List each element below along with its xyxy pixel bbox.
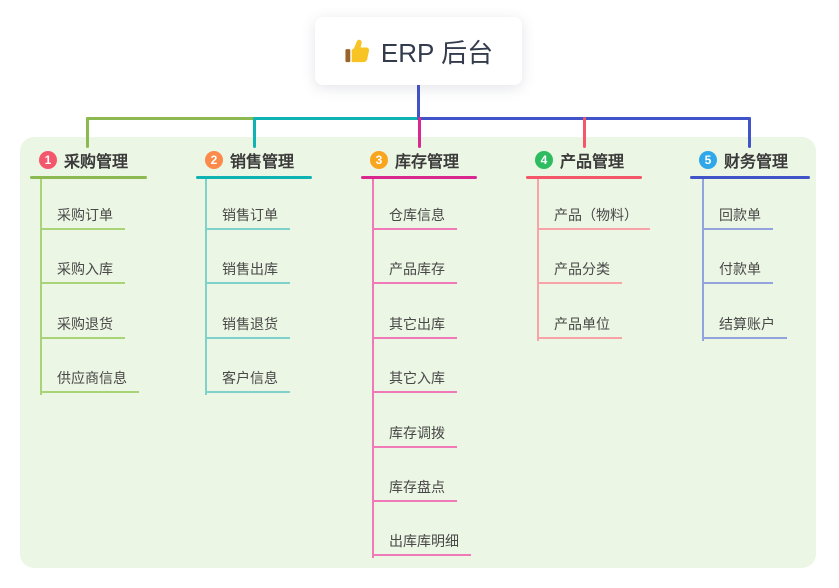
children-connector-line xyxy=(702,179,704,341)
child-node[interactable]: 产品（物料） xyxy=(537,206,650,230)
branch-drop-line xyxy=(583,117,586,148)
children-connector-line xyxy=(372,179,374,558)
branch-badge-2: 2 xyxy=(205,151,223,169)
branch-title-1[interactable]: 1 采购管理 xyxy=(39,149,128,171)
branch-title-underline xyxy=(526,176,642,179)
root-node[interactable]: ERP 后台 xyxy=(315,17,522,85)
child-node[interactable]: 销售出库 xyxy=(205,260,290,284)
root-label: ERP 后台 xyxy=(380,37,494,68)
child-node[interactable]: 销售退货 xyxy=(205,315,290,339)
branch-label: 库存管理 xyxy=(395,154,460,171)
child-node[interactable]: 付款单 xyxy=(702,260,773,284)
child-node[interactable]: 产品单位 xyxy=(537,315,622,339)
branch-label: 销售管理 xyxy=(230,154,295,171)
child-node[interactable]: 产品分类 xyxy=(537,260,622,284)
children-connector-line xyxy=(40,179,42,395)
child-node[interactable]: 出库库明细 xyxy=(372,532,471,556)
child-node[interactable]: 结算账户 xyxy=(702,315,787,339)
branch-drop-line xyxy=(418,117,421,148)
branch-label: 财务管理 xyxy=(724,154,789,171)
branch-label: 产品管理 xyxy=(560,154,625,171)
branch-drop-line xyxy=(253,117,256,148)
branch-drop-line xyxy=(86,117,89,148)
branch-title-underline xyxy=(690,176,810,179)
children-connector-line xyxy=(537,179,539,341)
child-node[interactable]: 库存盘点 xyxy=(372,478,457,502)
branches-panel xyxy=(20,137,816,568)
child-node[interactable]: 客户信息 xyxy=(205,369,290,393)
child-node[interactable]: 产品库存 xyxy=(372,260,457,284)
branch-label: 采购管理 xyxy=(64,154,129,171)
child-node[interactable]: 供应商信息 xyxy=(40,369,139,393)
child-node[interactable]: 其它入库 xyxy=(372,369,457,393)
rail-left-green xyxy=(86,117,256,120)
child-node[interactable]: 采购退货 xyxy=(40,315,125,339)
branch-title-3[interactable]: 3 库存管理 xyxy=(370,149,459,171)
child-node[interactable]: 采购订单 xyxy=(40,206,125,230)
branch-badge-1: 1 xyxy=(39,151,57,169)
branch-badge-4: 4 xyxy=(535,151,553,169)
branch-title-underline xyxy=(361,176,477,179)
thumbs-up-icon xyxy=(344,38,371,65)
rail-left-teal xyxy=(253,117,420,120)
root-trunk-line xyxy=(417,84,420,120)
child-node[interactable]: 仓库信息 xyxy=(372,206,457,230)
branch-badge-5: 5 xyxy=(699,151,717,169)
branch-drop-line xyxy=(748,117,751,148)
child-node[interactable]: 其它出库 xyxy=(372,315,457,339)
branch-title-underline xyxy=(30,176,147,179)
branch-badge-3: 3 xyxy=(370,151,388,169)
branch-title-2[interactable]: 2 销售管理 xyxy=(205,149,294,171)
child-node[interactable]: 采购入库 xyxy=(40,260,125,284)
child-node[interactable]: 销售订单 xyxy=(205,206,290,230)
branch-title-underline xyxy=(196,176,312,179)
branch-title-4[interactable]: 4 产品管理 xyxy=(535,149,624,171)
child-node[interactable]: 库存调拨 xyxy=(372,424,457,448)
branch-title-5[interactable]: 5 财务管理 xyxy=(699,149,788,171)
children-connector-line xyxy=(205,179,207,395)
child-node[interactable]: 回款单 xyxy=(702,206,773,230)
